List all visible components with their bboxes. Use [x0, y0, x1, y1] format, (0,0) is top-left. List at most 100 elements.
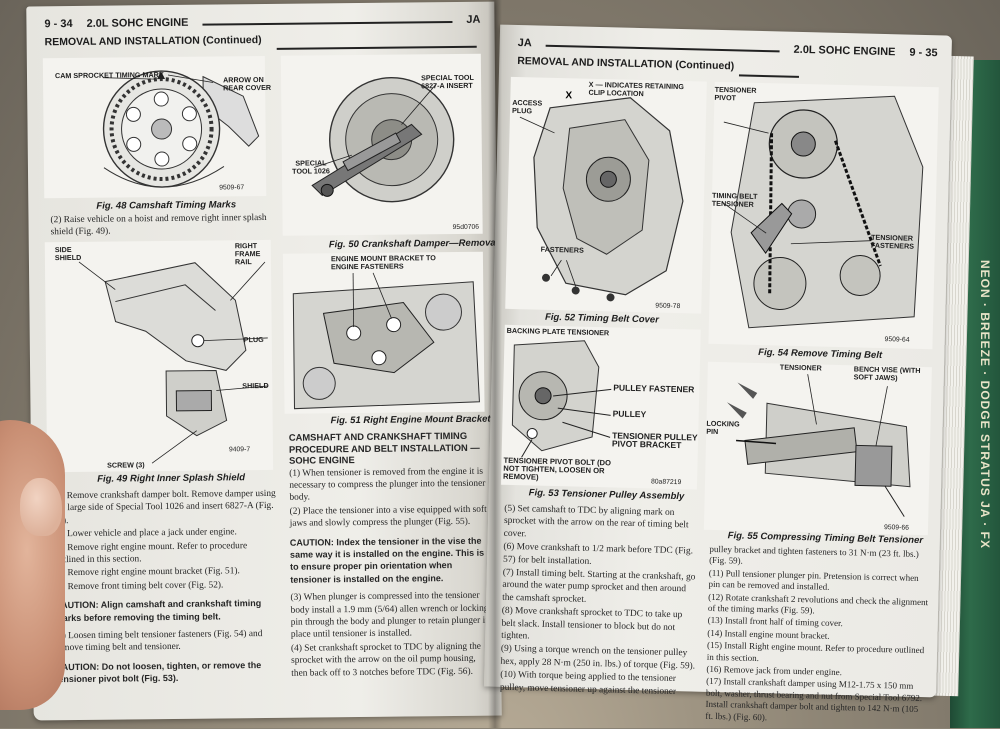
header-rule	[202, 20, 453, 26]
label-pulley: PULLEY	[612, 408, 647, 420]
tensioner-pulley-diagram	[511, 340, 612, 458]
spine-title: NEON · BREEZE · DODGE STRATUS JA · FX	[978, 260, 992, 550]
header-title: 2.0L SOHC ENGINE	[793, 43, 896, 59]
page-number: 9 - 34	[44, 17, 73, 31]
figure-50-crankshaft-damper: SPECIAL TOOL 6827-A INSERT SPECIAL TOOL …	[280, 53, 483, 236]
header-title: 2.0L SOHC ENGINE	[86, 16, 189, 30]
step-8: (8) Loosen timing belt tensioner fastene…	[54, 629, 263, 654]
header-model: JA	[517, 37, 532, 50]
svg-text:X: X	[565, 90, 572, 101]
figure-51-engine-mount-bracket: ENGINE MOUNT BRACKET TO ENGINE FASTENERS	[282, 251, 485, 414]
step-6: (6) Move crankshaft to 1/2 mark before T…	[502, 542, 694, 567]
col2-step-1: (1) When tensioner is removed from the e…	[289, 466, 486, 504]
caution-align-marks: CAUTION: Align camshaft and crankshaft t…	[54, 598, 262, 623]
figure-53-tensioner-pulley: BACKING PLATE TENSIONER PULLEY FASTENER …	[500, 324, 701, 490]
label-right-frame-rail: RIGHT FRAME RAIL	[234, 241, 261, 267]
step-5: (5) Set camshaft to TDC by aligning mark…	[503, 503, 689, 540]
step-2: (2) Raise vehicle on a hoist and remove …	[50, 212, 267, 238]
right-page: JA 2.0L SOHC ENGINE 9 - 35 REMOVAL AND I…	[483, 24, 953, 722]
section-heading: REMOVAL AND INSTALLATION (Continued)	[517, 55, 735, 73]
label-pivot-bolt: TENSIONER PIVOT BOLT (DO NOT TIGHTEN, LO…	[503, 455, 612, 482]
thumb	[20, 478, 62, 536]
step-7: (7) Install timing belt. Starting at the…	[502, 567, 696, 605]
label-tensioner: TENSIONER	[779, 362, 822, 373]
figure-code: 9409-7	[228, 446, 251, 454]
holding-hand	[0, 420, 65, 710]
label-mount-fasteners: ENGINE MOUNT BRACKET TO ENGINE FASTENERS	[330, 253, 436, 272]
label-retaining-clip: X — INDICATES RETAINING CLIP LOCATION	[588, 79, 684, 99]
step-3: (3) Remove crankshaft damper bolt. Remov…	[53, 488, 276, 526]
right-page-left-column: (5) Set camshaft to TDC by aligning mark…	[500, 503, 701, 700]
left-page-header: 9 - 34 2.0L SOHC ENGINE JA	[44, 12, 480, 33]
figure-50-caption: Fig. 50 Crankshaft Damper—Removal	[328, 237, 499, 251]
caution-pivot-bolt: CAUTION: Do not loosen, tighten, or remo…	[55, 659, 262, 685]
left-column-text: (3) Remove crankshaft damper bolt. Remov…	[53, 488, 281, 692]
label-side-shield: SIDE SHIELD	[54, 245, 82, 263]
section-rule	[276, 45, 477, 50]
right-column-text: CAMSHAFT AND CRANKSHAFT TIMING PROCEDURE…	[289, 430, 494, 681]
step-9: (9) Using a torque wrench on the tension…	[500, 644, 696, 672]
figure-48-camshaft-timing: CAM SPROCKET TIMING MARK ARROW ON REAR C…	[42, 55, 271, 199]
col2-step-3: (3) When plunger is compressed into the …	[290, 590, 490, 641]
crankshaft-damper-diagram	[311, 76, 455, 203]
header-model: JA	[466, 13, 481, 26]
label-access-plug: ACCESS PLUG	[511, 97, 543, 116]
step-8: (8) Move crankshaft sprocket to TDC to t…	[501, 606, 683, 642]
label-timing-belt-tensioner: TIMING BELT TENSIONER	[711, 190, 758, 209]
label-special-tool-insert: SPECIAL TOOL 6827-A INSERT	[420, 72, 474, 91]
figure-52-timing-belt-cover: X X — INDICATES RETAINING CLIP LOCATION …	[505, 76, 707, 314]
bench-vise-diagram	[726, 374, 911, 517]
caution-index-tensioner: CAUTION: Index the tensioner in the vise…	[289, 535, 485, 585]
label-fasteners: FASTENERS	[540, 244, 584, 255]
procedure-title: CAMSHAFT AND CRANKSHAFT TIMING PROCEDURE…	[288, 429, 480, 466]
figure-code: 9509-67	[219, 184, 245, 192]
figure-code: 95d0706	[452, 223, 480, 232]
engine-mount-diagram	[292, 272, 480, 410]
figure-code: 9509-78	[655, 302, 681, 311]
figure-55-compressing-tensioner: TENSIONER BENCH VISE (WITH SOFT JAWS) LO…	[703, 361, 932, 536]
figure-49-caption: Fig. 49 Right Inner Splash Shield	[97, 472, 246, 485]
step-6: (6) Remove right engine mount bracket (F…	[54, 566, 240, 579]
col2-step-2: (2) Place the tensioner into a vise equi…	[289, 504, 487, 529]
label-arrow-rear-cover: ARROW ON REAR COVER	[223, 74, 272, 93]
figure-51-caption: Fig. 51 Right Engine Mount Bracket	[330, 413, 491, 427]
label-plug: PLUG	[243, 335, 264, 345]
section-rule	[738, 74, 799, 78]
label-tensioner-pivot: TENSIONER PIVOT	[714, 84, 757, 103]
step-17: (17) Install crankshaft damper using M12…	[705, 676, 923, 722]
label-bench-vise: BENCH VISE (WITH SOFT JAWS)	[853, 364, 921, 383]
figure-code: 80a87219	[650, 478, 682, 487]
label-shield: SHIELD	[242, 380, 269, 391]
label-tensioner-fasteners: TENSIONER FASTENERS	[870, 232, 915, 251]
header-rule	[545, 44, 780, 52]
label-cam-sprocket-mark: CAM SPROCKET TIMING MARK	[54, 70, 165, 81]
label-locking-pin: LOCKING PIN	[706, 418, 740, 437]
figure-code: 9509-64	[884, 336, 910, 344]
camshaft-sprocket-diagram	[102, 70, 260, 188]
figure-48-caption: Fig. 48 Camshaft Timing Marks	[96, 199, 237, 212]
label-pivot-bracket: TENSIONER PULLEY PIVOT BRACKET	[611, 430, 698, 451]
step-5: (5) Remove right engine mount. Refer to …	[53, 540, 248, 566]
figure-52-caption: Fig. 52 Timing Belt Cover	[544, 311, 659, 326]
right-page-right-column: pulley bracket and tighten fasteners to …	[705, 544, 929, 728]
left-page: 9 - 34 2.0L SOHC ENGINE JA REMOVAL AND I…	[26, 1, 502, 721]
timing-belt-diagram	[721, 95, 924, 329]
figure-49-splash-shield: SIDE SHIELD RIGHT FRAME RAIL PLUG SHIELD…	[44, 239, 274, 473]
splash-shield-diagram	[78, 261, 269, 464]
label-screw: SCREW (3)	[107, 460, 145, 470]
section-heading: REMOVAL AND INSTALLATION (Continued)	[44, 34, 262, 49]
step-4: (4) Lower vehicle and place a jack under…	[53, 527, 237, 540]
book-gutter	[488, 0, 502, 728]
intro-step: (2) Raise vehicle on a hoist and remove …	[50, 212, 272, 240]
step-10: (10) With torque being applied to the te…	[499, 670, 677, 697]
col2-step-4: (4) Set crankshaft sprocket to TDC by al…	[290, 641, 481, 679]
page-number: 9 - 35	[909, 46, 938, 60]
figure-53-caption: Fig. 53 Tensioner Pulley Assembly	[528, 487, 685, 503]
step-7: (7) Remove front timing belt cover (Fig.…	[54, 580, 224, 593]
label-special-tool-1026: SPECIAL TOOL 1026	[292, 158, 330, 176]
figure-54-remove-timing-belt: TENSIONER PIVOT TIMING BELT TENSIONER TE…	[708, 81, 939, 350]
figure-code: 9509-66	[883, 524, 910, 532]
label-pulley-fastener: PULLEY FASTENER	[613, 382, 695, 395]
timing-cover-diagram: X	[519, 90, 684, 302]
